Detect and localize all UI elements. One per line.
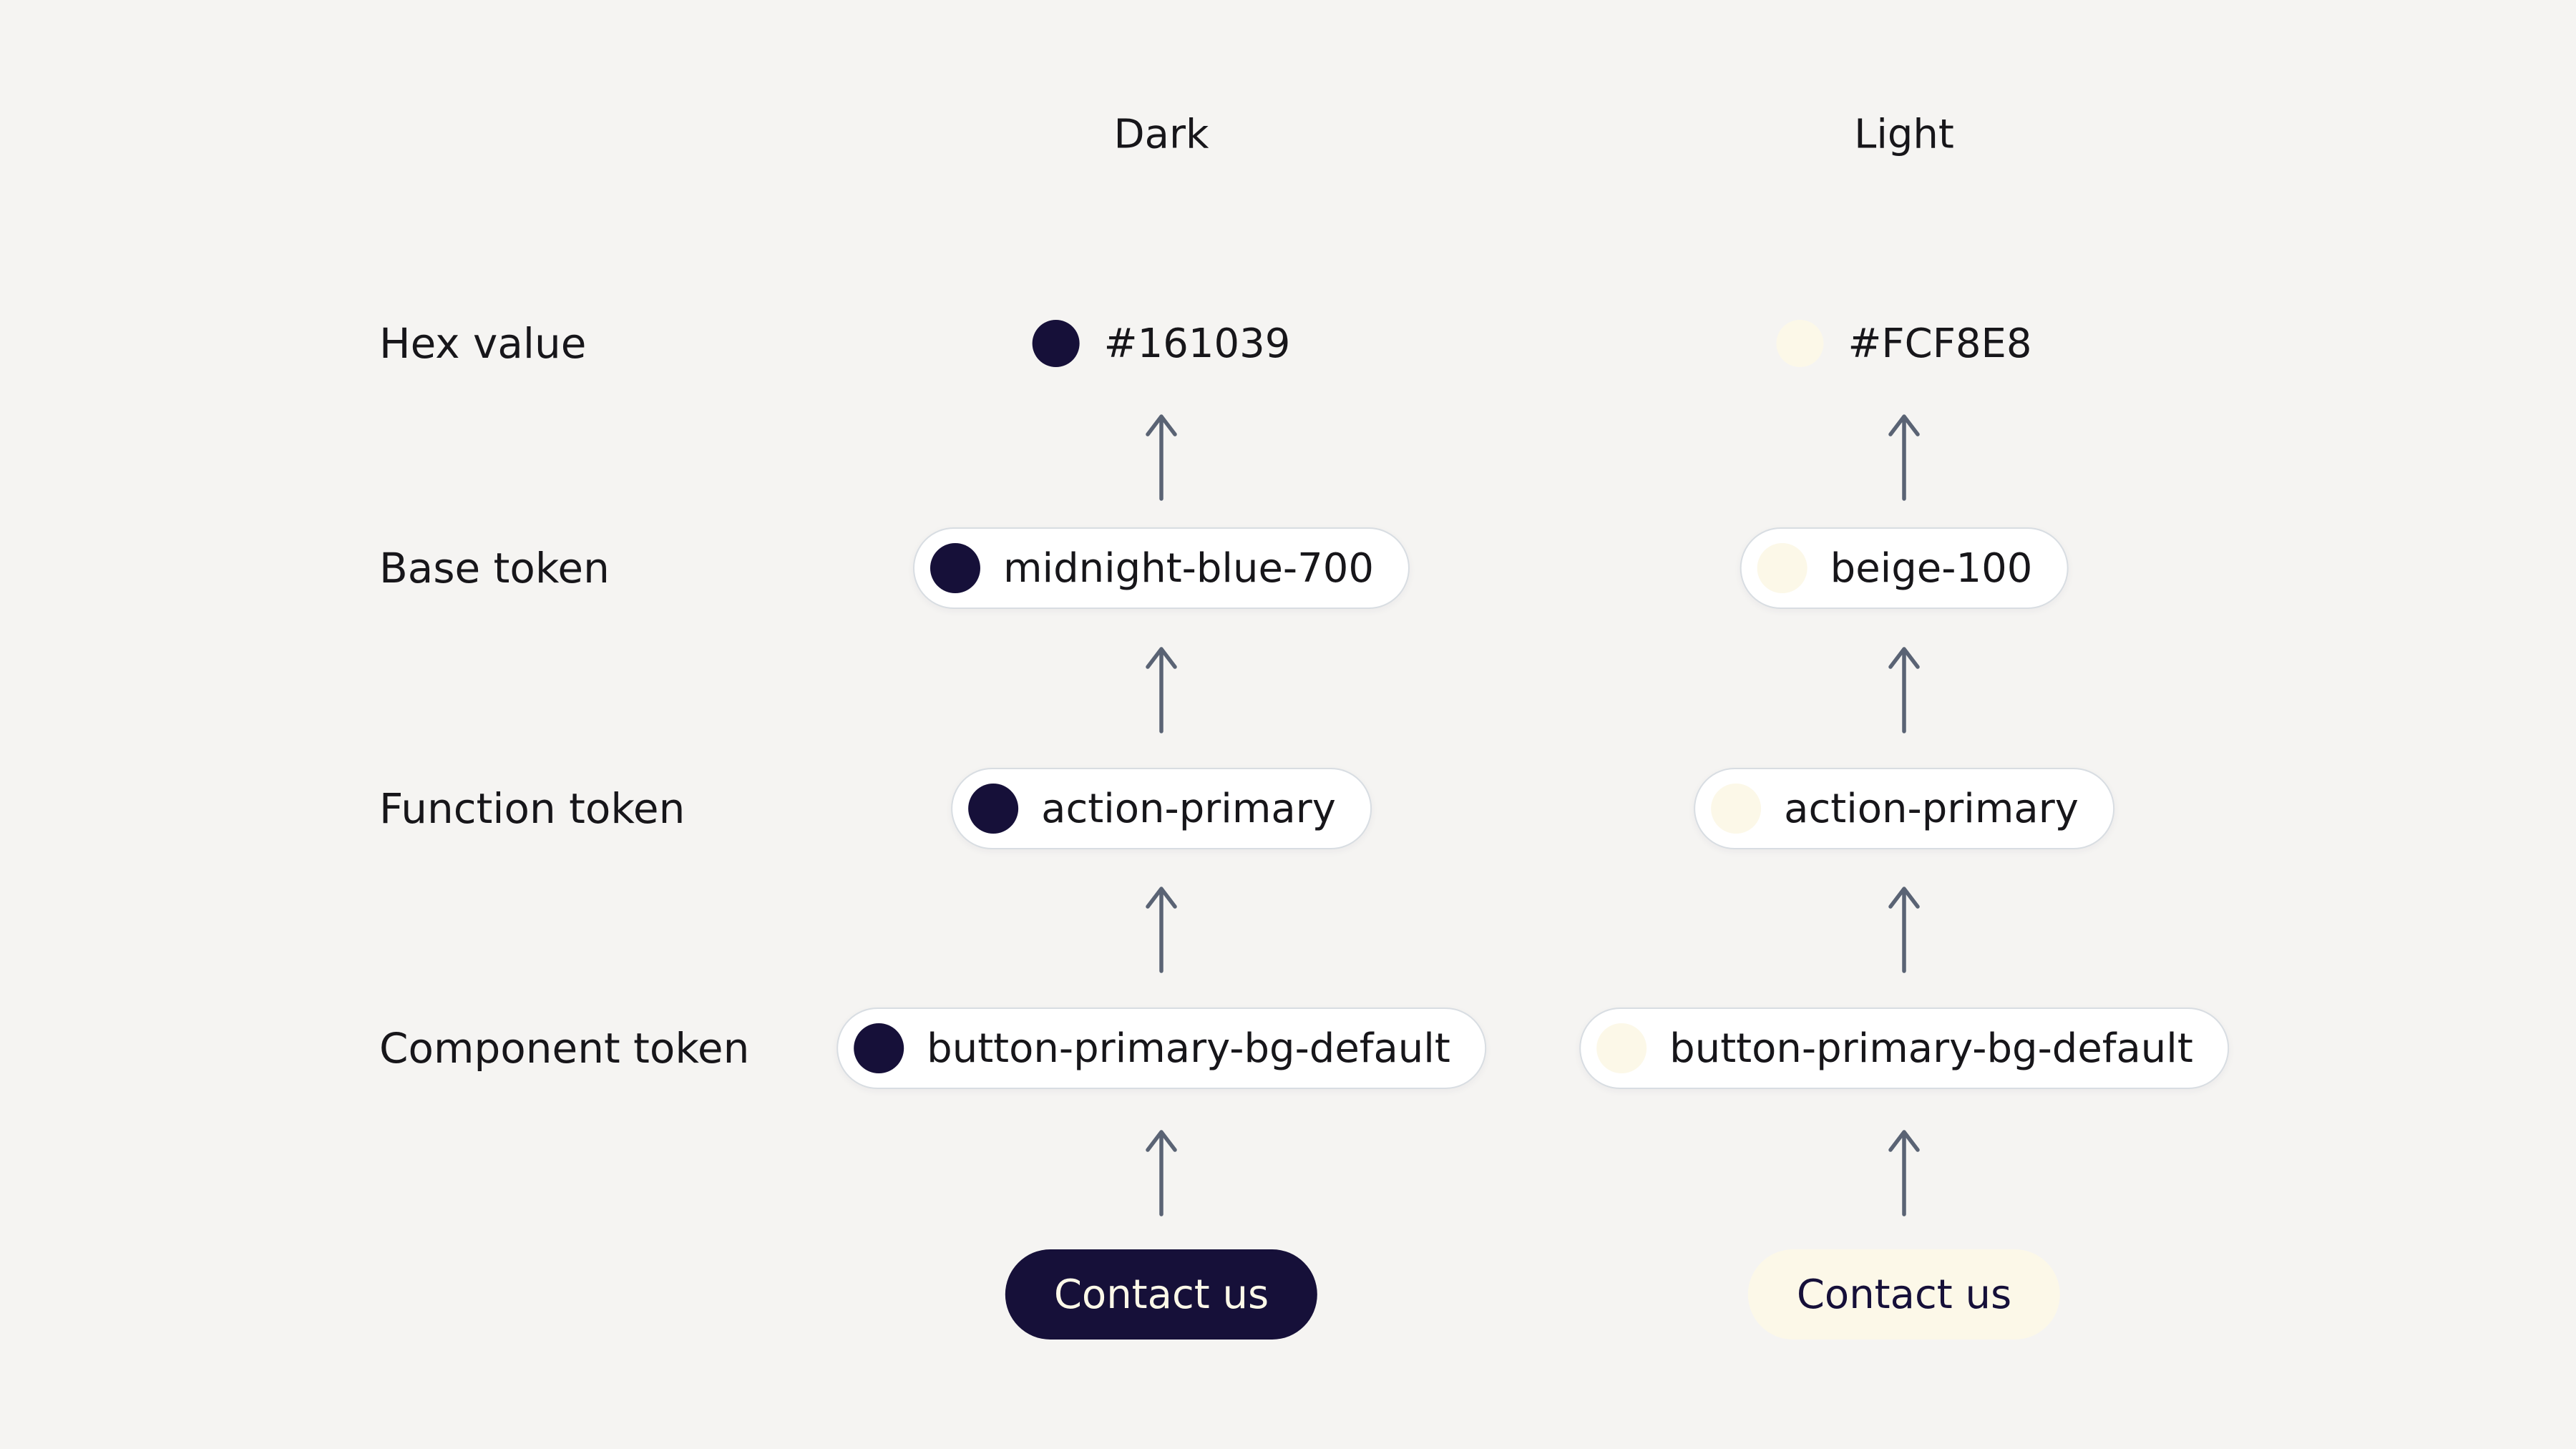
- hex-value-text: #FCF8E8: [1848, 320, 2032, 367]
- arrow-up-icon: [1888, 410, 1921, 502]
- token-name: button-primary-bg-default: [1669, 1025, 2193, 1072]
- token-name: beige-100: [1830, 545, 2033, 592]
- token-name: action-primary: [1041, 785, 1336, 832]
- function-token-pill-light: action-primary: [1694, 768, 2114, 849]
- color-swatch-icon: [968, 784, 1019, 834]
- button-label: Contact us: [1796, 1271, 2012, 1318]
- color-swatch-icon: [1032, 320, 1080, 367]
- component-token-pill-dark: button-primary-bg-default: [836, 1008, 1486, 1089]
- token-name: action-primary: [1784, 785, 2079, 832]
- arrow-up-icon: [1888, 882, 1921, 974]
- base-token-pill-dark: midnight-blue-700: [912, 527, 1410, 609]
- color-swatch-icon: [1596, 1023, 1647, 1073]
- component-token-pill-light: button-primary-bg-default: [1579, 1008, 2229, 1089]
- color-swatch-icon: [1711, 784, 1762, 834]
- row-label-component-token: Component token: [379, 1024, 750, 1073]
- hex-value-dark: #161039: [1032, 320, 1291, 367]
- hex-value-text: #161039: [1103, 320, 1291, 367]
- hex-value-light: #FCF8E8: [1776, 320, 2032, 367]
- base-token-pill-light: beige-100: [1740, 527, 2069, 609]
- color-swatch-icon: [1757, 543, 1807, 593]
- arrow-up-icon: [1145, 410, 1178, 502]
- token-name: midnight-blue-700: [1002, 545, 1375, 592]
- function-token-pill-dark: action-primary: [951, 768, 1372, 849]
- arrow-up-icon: [1145, 1126, 1178, 1217]
- token-name: button-primary-bg-default: [927, 1025, 1450, 1072]
- row-label-hex-value: Hex value: [379, 319, 587, 368]
- contact-us-button-dark[interactable]: Contact us: [1005, 1249, 1318, 1340]
- contact-us-button-light[interactable]: Contact us: [1747, 1249, 2061, 1340]
- color-swatch-icon: [1776, 320, 1824, 367]
- arrow-up-icon: [1145, 882, 1178, 974]
- column-header-dark: Dark: [1113, 111, 1209, 158]
- column-header-light: Light: [1854, 111, 1954, 158]
- arrow-up-icon: [1888, 1126, 1921, 1217]
- button-label: Contact us: [1053, 1271, 1269, 1318]
- arrow-up-icon: [1888, 643, 1921, 734]
- color-swatch-icon: [854, 1023, 904, 1073]
- color-swatch-icon: [930, 543, 980, 593]
- row-label-base-token: Base token: [379, 544, 610, 592]
- arrow-up-icon: [1145, 643, 1178, 734]
- row-label-function-token: Function token: [379, 784, 686, 833]
